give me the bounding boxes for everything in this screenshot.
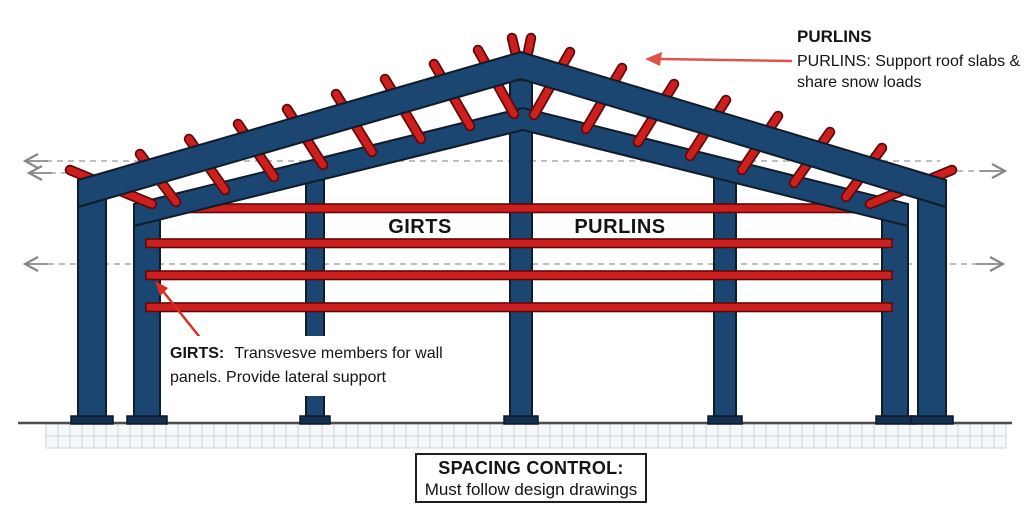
leader-line [161, 289, 203, 341]
callout-text-backdrop [164, 336, 448, 396]
left-arrow-icon [22, 256, 39, 272]
girt-bar [145, 270, 893, 281]
endwall-rafter [133, 106, 909, 228]
girts-note-line2: panels. Provide lateral support [170, 369, 387, 386]
girts-note-line1: GIRTS: Transvesve members for wall [170, 345, 443, 362]
girts-callout: GIRTS: Transvesve members for wall panel… [155, 281, 448, 396]
ground-grid [18, 421, 1012, 449]
spacing-control-box: SPACING CONTROL: Must follow design draw… [415, 453, 647, 503]
main-left-column [77, 185, 107, 419]
purlins-member-label: PURLINS [574, 216, 665, 238]
girt-bar [145, 302, 893, 313]
girt-bar [145, 238, 893, 249]
main-right-column [917, 185, 947, 419]
girt-bar [145, 203, 893, 214]
main-frame [77, 50, 947, 419]
girts-member-label: GIRTS [388, 216, 452, 238]
main-rafter [77, 50, 947, 209]
right-arrow-icon [989, 256, 1006, 272]
left-arrow-icon [22, 153, 39, 169]
purlins-note-heading: PURLINS [797, 27, 872, 46]
right-arrow-icon [991, 163, 1008, 179]
purlins-note-line1: PURLINS: Support roof slabs & [797, 53, 1021, 70]
spacing-box-body: Must follow design drawings [425, 480, 638, 499]
endwall-frame [133, 61, 909, 419]
leader-arrow-icon [155, 281, 168, 296]
purlins-callout: PURLINS PURLINS: Support roof slabs & sh… [645, 27, 1021, 91]
base-plates [70, 415, 954, 425]
spacing-box-title: SPACING CONTROL: [438, 458, 623, 478]
leader-line [659, 57, 793, 63]
leader-arrow-icon [645, 52, 662, 66]
left-arrow-icon [26, 165, 43, 181]
purlins-note-line2: share snow loads [797, 74, 922, 91]
